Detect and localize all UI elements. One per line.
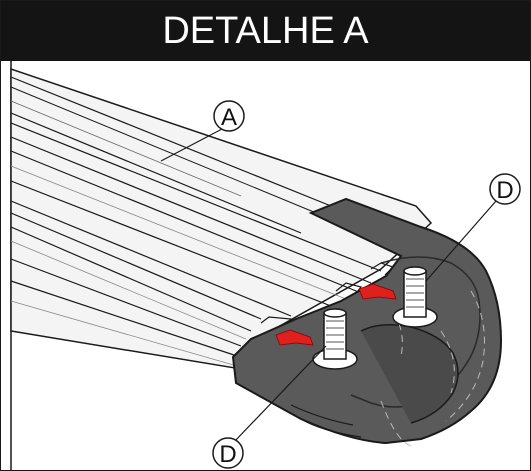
callout-d-top-label: D bbox=[496, 177, 513, 204]
red-arrow-icon bbox=[358, 283, 397, 300]
end-cap bbox=[231, 197, 503, 447]
callout-a-label: A bbox=[221, 104, 237, 131]
running-board-drawing: A D D bbox=[10, 61, 521, 470]
title-bar: DETALHE A bbox=[1, 1, 530, 61]
callout-a: A bbox=[160, 100, 245, 162]
bolt-lower bbox=[312, 308, 358, 370]
callout-d-bottom: D bbox=[212, 345, 327, 469]
detail-title: DETALHE A bbox=[162, 10, 369, 52]
callout-d-bottom-label: D bbox=[219, 441, 236, 468]
bolt-upper bbox=[392, 266, 438, 328]
callout-d-top: D bbox=[425, 173, 521, 282]
aluminium-profile bbox=[10, 67, 433, 370]
red-arrow-icon bbox=[275, 329, 314, 346]
